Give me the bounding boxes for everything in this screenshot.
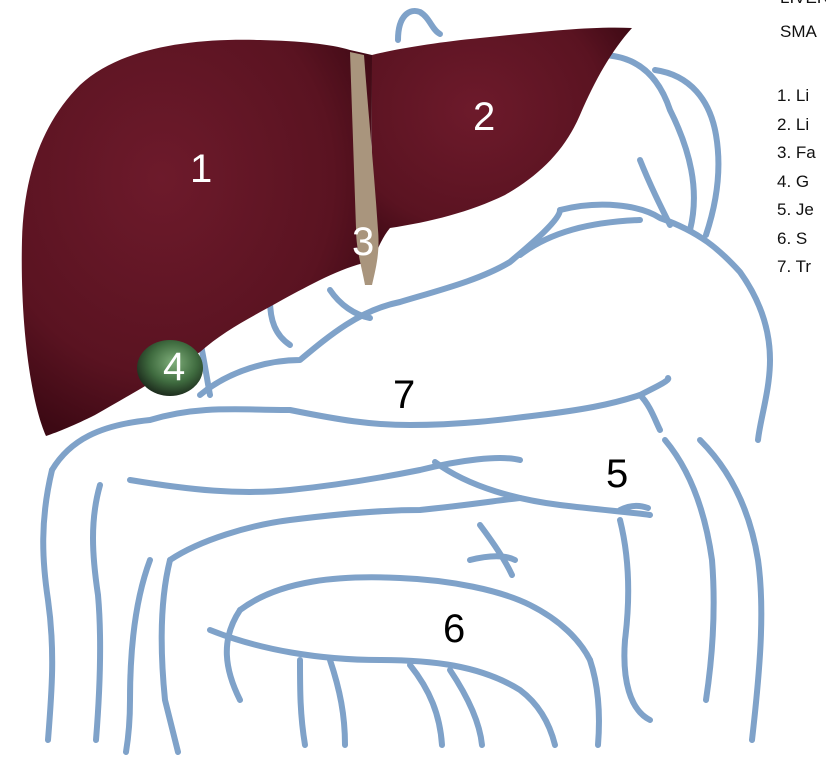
label-6: 6 <box>443 607 465 651</box>
legend-item-6: 6. S <box>777 229 807 249</box>
legend-item-4: 4. G <box>777 172 809 192</box>
label-7: 7 <box>393 373 415 417</box>
legend-item-7: 7. Tr <box>777 257 811 277</box>
label-3: 3 <box>352 220 374 264</box>
label-2: 2 <box>473 95 495 139</box>
legend-item-5: 5. Je <box>777 200 814 220</box>
label-1: 1 <box>190 147 212 191</box>
legend-item-3: 3. Fa <box>777 143 816 163</box>
liver-left-lobe <box>370 28 632 265</box>
legend-header-line1: LIVER <box>780 0 826 8</box>
label-5: 5 <box>606 452 628 496</box>
legend-panel: LIVER SMA 1. Li 2. Li 3. Fa 4. G 5. Je 6… <box>777 0 826 320</box>
legend-item-2: 2. Li <box>777 115 809 135</box>
label-4: 4 <box>163 345 185 389</box>
legend-item-1: 1. Li <box>777 86 809 106</box>
legend-header-line2: SMA <box>780 22 817 42</box>
